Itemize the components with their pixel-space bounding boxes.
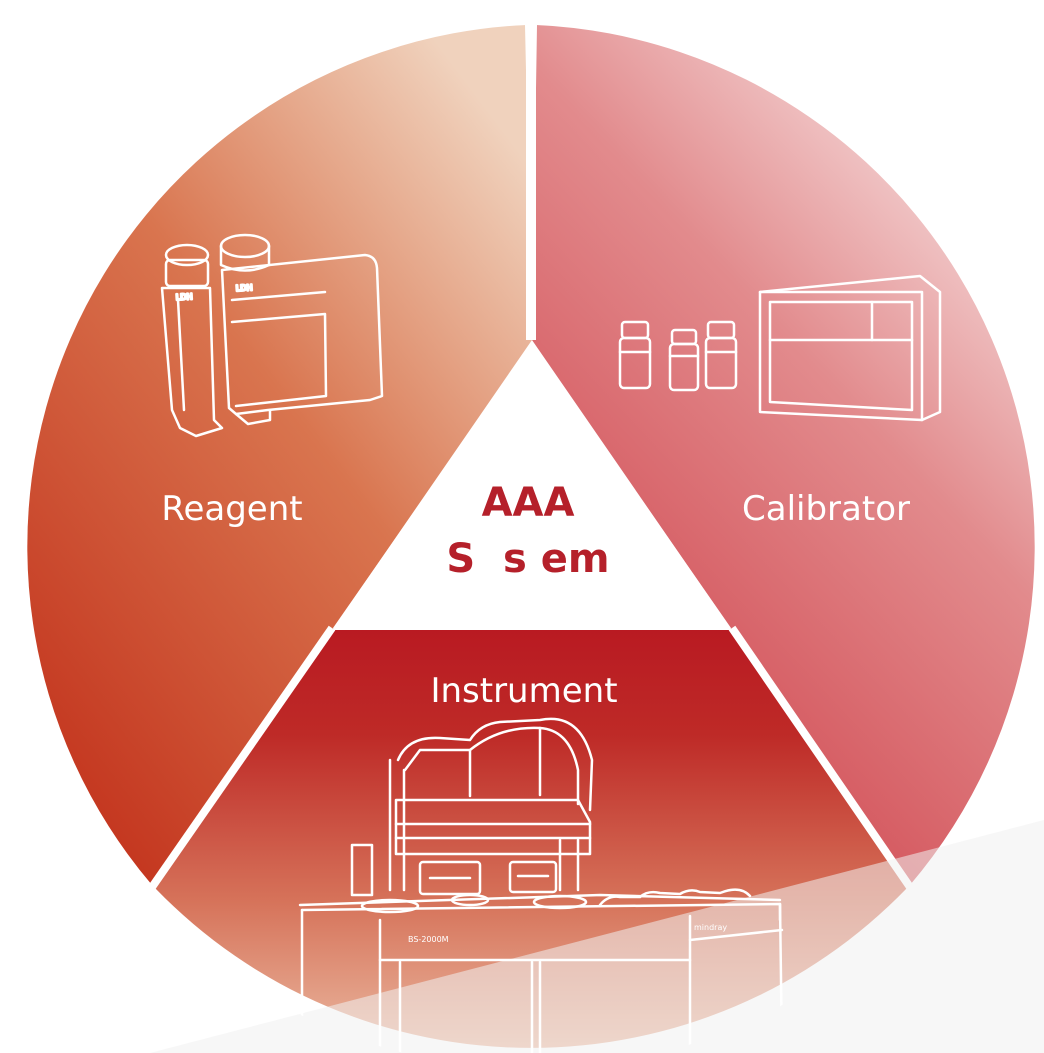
reagent-label: Reagent	[161, 489, 302, 529]
svg-text:LDH: LDH	[176, 292, 193, 302]
calibrator-box-icon	[618, 274, 942, 422]
instrument-label: Instrument	[430, 671, 617, 711]
calibrator-segment	[532, 25, 1035, 885]
center-triangle	[333, 342, 731, 628]
instrument-model-text: BS-2000M	[408, 935, 449, 944]
reagent-bottles-icon: LDH LDH	[160, 233, 384, 438]
reagent-segment	[27, 25, 532, 885]
analyzer-instrument-icon	[298, 717, 784, 1053]
calibrator-label: Calibrator	[742, 489, 910, 529]
center-title: AAA	[482, 480, 575, 526]
instrument-brand-text: mindray	[694, 923, 727, 932]
svg-text:LDH: LDH	[236, 283, 253, 293]
center-subtitle: S s em	[446, 536, 609, 582]
